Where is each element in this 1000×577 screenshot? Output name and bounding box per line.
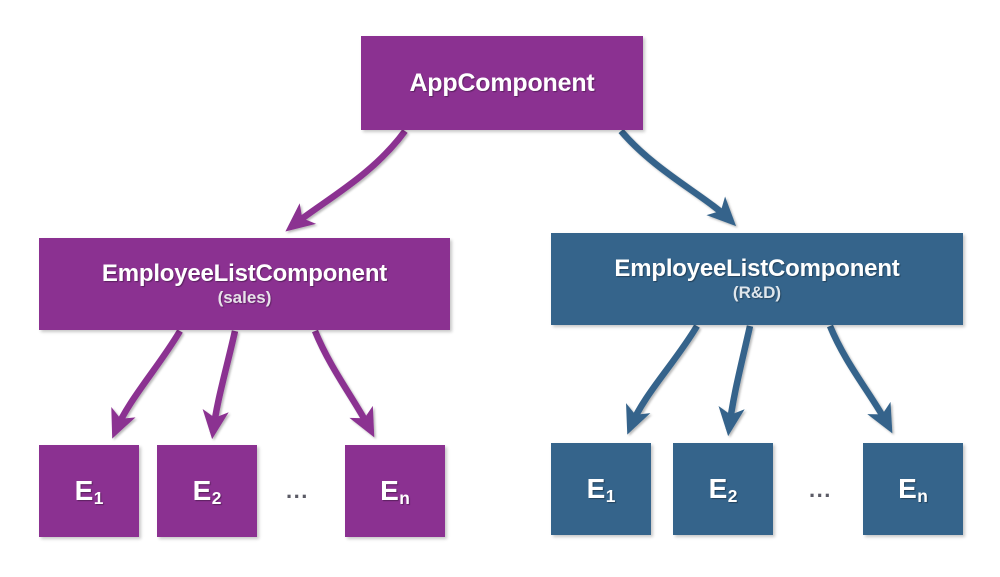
node-employee-list-sales[interactable]: EmployeeListComponent (sales) bbox=[39, 238, 450, 330]
ellipsis-rnd: ... bbox=[809, 477, 832, 502]
ellipsis-sales: ... bbox=[286, 478, 309, 503]
leaf-node-rnd-e2-label: E2 bbox=[708, 473, 738, 506]
node-app-component[interactable]: AppComponent bbox=[361, 36, 643, 130]
edge-sales-to-leaf-1 bbox=[111, 329, 183, 439]
leaf-subscript: n bbox=[399, 487, 410, 508]
leaf-base-letter: E bbox=[74, 475, 94, 506]
edge-rnd-to-leaf-1 bbox=[626, 324, 700, 435]
leaf-base-letter: E bbox=[898, 473, 917, 504]
leaf-node-sales-en[interactable]: En bbox=[345, 445, 445, 537]
leaf-node-sales-e2-label: E2 bbox=[192, 475, 222, 508]
edge-sales-to-leaf-n bbox=[311, 329, 375, 438]
edge-sales-to-leaf-2 bbox=[202, 330, 239, 440]
leaf-base-letter: E bbox=[192, 475, 212, 506]
leaf-node-rnd-en[interactable]: En bbox=[863, 443, 963, 535]
edge-app-to-sales bbox=[285, 129, 408, 232]
leaf-subscript: 2 bbox=[211, 487, 222, 508]
leaf-base-letter: E bbox=[380, 475, 399, 506]
leaf-subscript: n bbox=[917, 485, 928, 506]
node-employee-list-rnd[interactable]: EmployeeListComponent (R&D) bbox=[551, 233, 963, 325]
leaf-base-letter: E bbox=[586, 473, 606, 504]
edge-app-to-rnd bbox=[618, 128, 737, 227]
leaf-node-sales-e1[interactable]: E1 bbox=[39, 445, 139, 537]
leaf-node-rnd-e2[interactable]: E2 bbox=[673, 443, 773, 535]
leaf-node-rnd-e1-label: E1 bbox=[586, 473, 616, 506]
leaf-node-sales-en-label: En bbox=[380, 475, 410, 508]
leaf-node-sales-e2[interactable]: E2 bbox=[157, 445, 257, 537]
node-employee-list-rnd-label: EmployeeListComponent bbox=[614, 254, 900, 282]
leaf-subscript: 1 bbox=[93, 487, 104, 508]
edge-rnd-to-leaf-n bbox=[826, 324, 893, 434]
node-employee-list-sales-label: EmployeeListComponent bbox=[101, 259, 388, 287]
leaf-node-rnd-en-label: En bbox=[898, 473, 928, 506]
leaf-subscript: 1 bbox=[605, 485, 616, 506]
leaf-subscript: 2 bbox=[727, 485, 738, 506]
edge-rnd-to-leaf-2 bbox=[718, 325, 754, 437]
leaf-node-rnd-e1[interactable]: E1 bbox=[551, 443, 651, 535]
node-employee-list-sales-sublabel: (sales) bbox=[217, 287, 272, 307]
node-app-component-label: AppComponent bbox=[409, 68, 595, 97]
node-employee-list-rnd-sublabel: (R&D) bbox=[732, 282, 782, 302]
leaf-base-letter: E bbox=[708, 473, 728, 504]
leaf-node-sales-e1-label: E1 bbox=[74, 475, 104, 508]
